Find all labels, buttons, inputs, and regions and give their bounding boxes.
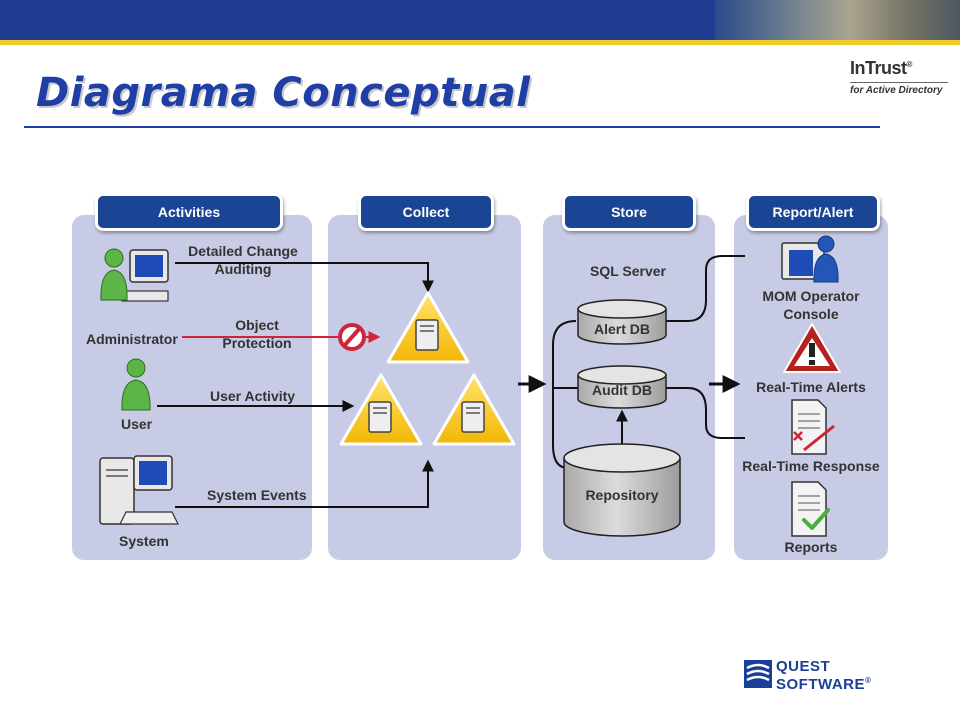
title-underline (24, 126, 880, 128)
collector-agent-icon-right (432, 373, 516, 446)
intrust-brand: InTrust® for Active Directory (850, 58, 948, 96)
repository-cylinder (563, 443, 681, 537)
brand-name: InTrust® (850, 58, 948, 79)
alert-db-label: Alert DB (593, 321, 650, 337)
brand-subtitle: for Active Directory (850, 85, 943, 96)
report-label-real-time-alerts: Real-Time Alerts (756, 379, 866, 395)
store-bracket (552, 320, 577, 469)
flow-label-detailed-change: Detailed Change Auditing (182, 242, 304, 278)
flow-system-events (175, 459, 434, 508)
flow-label-system-events: System Events (207, 487, 307, 503)
source-label-system: System (119, 533, 169, 549)
quest-software-logo: QUEST SOFTWARE® (744, 658, 914, 693)
system-icon (99, 455, 179, 525)
column-header-store: Store (562, 193, 696, 231)
flow-label-user-activity: User Activity (210, 388, 296, 404)
brand-registered-mark: ® (906, 60, 913, 69)
quest-logo-mark-icon (744, 660, 772, 688)
collector-agent-icon-top (386, 291, 470, 364)
column-header-activities: Activities (95, 193, 283, 231)
panel-collect (328, 215, 521, 560)
source-label-administrator: Administrator (86, 331, 178, 347)
column-header-collect: Collect (358, 193, 494, 231)
report-label-real-time-response: Real-Time Response (742, 458, 880, 474)
collector-agent-icon-left (339, 373, 423, 446)
administrator-icon (100, 248, 169, 302)
connector-alert-to-console (666, 255, 745, 322)
slide-title: Diagrama Conceptual (36, 70, 531, 116)
brand-divider (850, 82, 948, 83)
connector-audit-to-response (666, 387, 745, 439)
brand-name-text: InTrust (850, 58, 907, 78)
column-header-report-alert: Report/Alert (746, 193, 880, 231)
logo-registered-mark: ® (865, 676, 872, 685)
flow-label-object-protection-line2: Protection (222, 335, 292, 351)
repository-label: Repository (585, 487, 659, 503)
report-label-reports: Reports (784, 539, 838, 555)
flow-label-object-protection-line1: Object (235, 317, 279, 333)
banner-stripe (0, 40, 960, 45)
report-label-operator-console: MOM Operator Console (744, 287, 878, 323)
flow-label-object-protection: Object Protection (212, 316, 302, 352)
logo-line1: QUEST (776, 658, 831, 675)
flow-detailed-change (175, 262, 434, 293)
banner-photo-strip (715, 0, 960, 40)
quest-logo-text: QUEST SOFTWARE® (776, 658, 872, 693)
operator-console-icon (781, 235, 839, 283)
source-label-user: User (121, 416, 153, 432)
response-document-icon (791, 399, 835, 455)
report-label-operator-console-line1: MOM Operator (762, 288, 860, 304)
report-document-icon (791, 481, 830, 537)
alert-db-cylinder (577, 299, 667, 345)
audit-db-cylinder (577, 365, 667, 409)
audit-db-label: Audit DB (592, 382, 652, 398)
report-label-operator-console-line2: Console (783, 306, 839, 322)
logo-line2: SOFTWARE (776, 676, 865, 693)
flow-label-detailed-change-line2: Auditing (214, 261, 272, 277)
sql-server-label: SQL Server (590, 263, 667, 279)
warning-icon (783, 323, 841, 373)
protection-block-icon (338, 323, 366, 351)
user-icon (121, 358, 151, 411)
flow-label-detailed-change-line1: Detailed Change (188, 243, 298, 259)
